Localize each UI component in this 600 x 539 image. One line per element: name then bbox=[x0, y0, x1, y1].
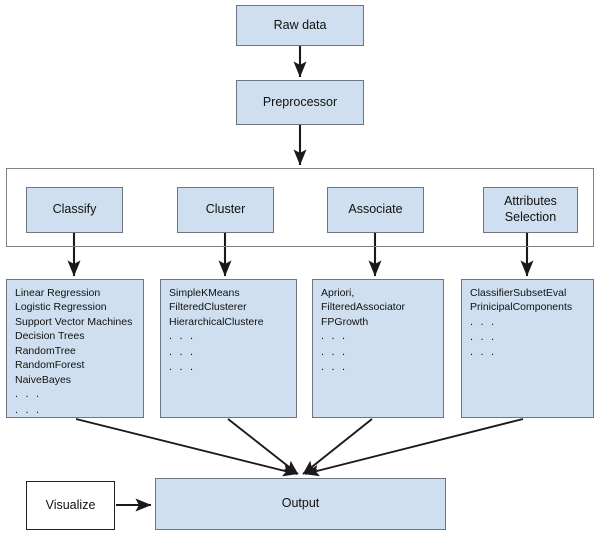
list-item: NaiveBayes bbox=[15, 373, 72, 386]
list-item: . . . bbox=[321, 360, 348, 373]
list-item: SimpleKMeans bbox=[169, 287, 240, 299]
node-visualize[interactable]: Visualize bbox=[26, 481, 115, 530]
operations-group-container bbox=[6, 168, 594, 247]
list-item: . . . bbox=[470, 331, 497, 344]
node-preprocessor[interactable]: Preprocessor bbox=[236, 80, 364, 125]
node-cluster[interactable]: Cluster bbox=[177, 187, 274, 233]
list-item: RandomTree bbox=[15, 344, 76, 357]
node-attributes-selection[interactable]: Attributes Selection bbox=[483, 187, 578, 233]
edge-attributes-list-to-output bbox=[304, 418, 524, 477]
node-attributes-selection-line1: Attributes bbox=[504, 194, 557, 209]
list-item: ClassifierSubsetEval bbox=[470, 287, 567, 299]
list-item: . . . bbox=[169, 360, 196, 373]
node-output[interactable]: Output bbox=[155, 478, 446, 530]
list-item: FilteredClusterer bbox=[169, 301, 247, 314]
list-item: . . . bbox=[169, 330, 196, 343]
list-item: . . . bbox=[15, 403, 42, 416]
list-item: Apriori, bbox=[321, 287, 355, 299]
node-classify[interactable]: Classify bbox=[26, 187, 123, 233]
edge-classify-list-to-output bbox=[75, 418, 298, 477]
list-item: . . . bbox=[470, 346, 497, 359]
list-item: . . . bbox=[470, 315, 497, 328]
list-item: Support Vector Machines bbox=[15, 315, 133, 328]
node-associate[interactable]: Associate bbox=[327, 187, 424, 233]
edge-cluster-list-to-output bbox=[227, 418, 299, 475]
node-raw-data[interactable]: Raw data bbox=[236, 5, 364, 46]
node-attributes-selection-line2: Selection bbox=[504, 210, 557, 224]
list-item: FPGrowth bbox=[321, 315, 369, 328]
edge-associate-list-to-output bbox=[302, 418, 373, 475]
list-item: . . . bbox=[321, 345, 348, 358]
list-item: RandomForest bbox=[15, 359, 85, 372]
list-item: PrinicipalComponents bbox=[470, 301, 573, 314]
list-item: Decision Trees bbox=[15, 330, 85, 343]
list-item: . . . bbox=[15, 388, 42, 401]
list-item: Linear Regression bbox=[15, 287, 101, 299]
list-item: FilteredAssociator bbox=[321, 301, 406, 314]
list-item: HierarchicalClustere bbox=[169, 315, 264, 328]
list-item: . . . bbox=[321, 330, 348, 343]
list-item: . . . bbox=[169, 345, 196, 358]
list-item: Logistic Regression bbox=[15, 301, 107, 314]
